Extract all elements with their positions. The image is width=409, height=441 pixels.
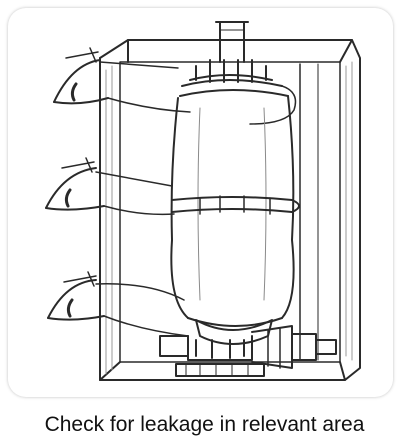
top-inlet-pipe — [216, 22, 248, 62]
bottom-valve — [160, 320, 336, 376]
leak-check-illustration — [0, 0, 409, 400]
caption: Check for leakage in relevant area — [0, 412, 409, 438]
filter-cartridge — [171, 90, 293, 326]
middle-seam — [172, 196, 299, 214]
eye-bottom-sightline-lower — [104, 316, 188, 336]
eye-middle-icon — [46, 158, 104, 210]
eye-middle-sightline-lower — [104, 206, 174, 214]
housing-shading — [106, 62, 352, 374]
eye-bottom-icon — [48, 272, 104, 320]
eye-bottom-sightline-upper — [96, 284, 184, 300]
eye-middle-sightline-upper — [96, 172, 172, 186]
